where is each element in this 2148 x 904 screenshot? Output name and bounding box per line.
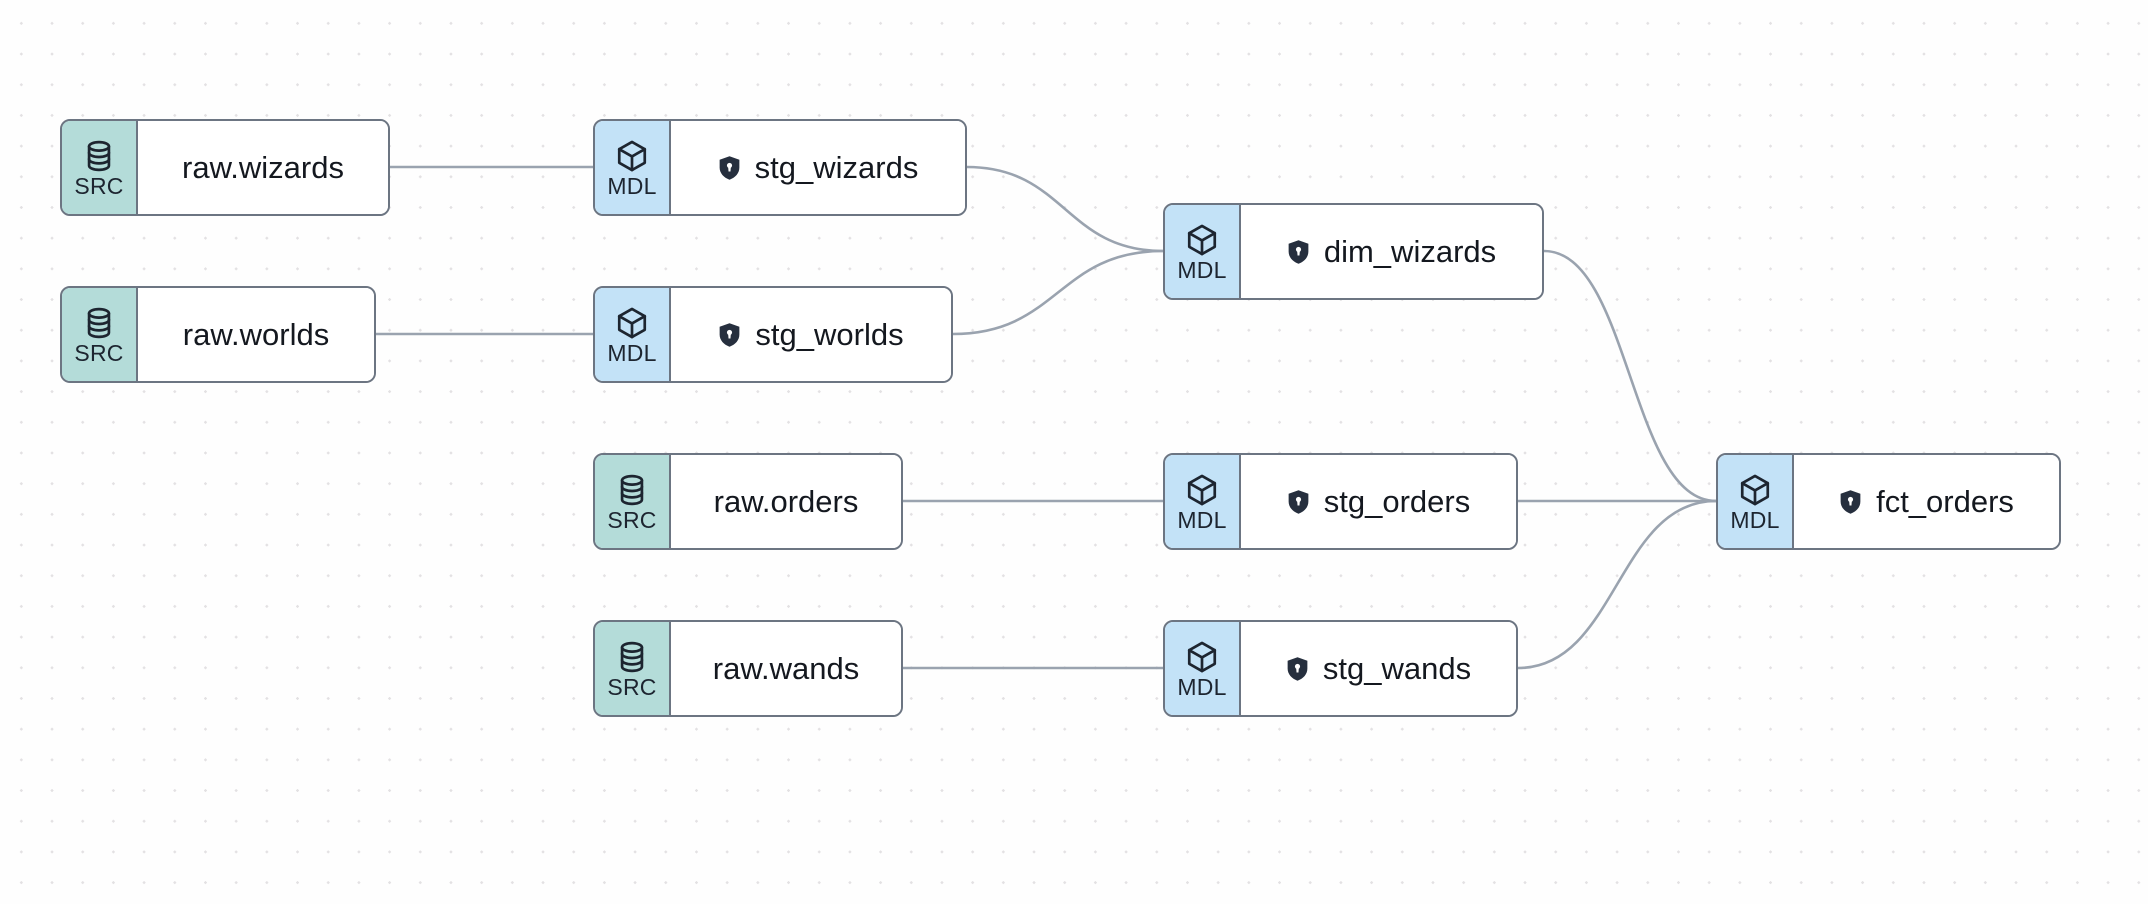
database-icon [615, 640, 649, 674]
shield-lock-icon [718, 322, 741, 348]
node-type-badge-mdl: MDL [595, 288, 671, 381]
node-body: stg_orders [1241, 455, 1516, 548]
cube-icon [1185, 473, 1219, 507]
node-type-label: MDL [607, 173, 657, 199]
lineage-node-raw_wands[interactable]: SRC raw.wands [593, 620, 903, 717]
shield-lock-icon [1839, 489, 1862, 515]
shield-lock-icon [1287, 239, 1310, 265]
node-body: stg_wands [1241, 622, 1516, 715]
node-label: fct_orders [1876, 483, 2014, 519]
cube-icon [615, 306, 649, 340]
lineage-node-stg_orders[interactable]: MDL stg_orders [1163, 453, 1518, 550]
node-label: raw.wizards [182, 149, 344, 185]
lineage-node-raw_wizards[interactable]: SRC raw.wizards [60, 119, 390, 216]
node-label: stg_orders [1323, 483, 1471, 519]
node-type-label: SRC [607, 507, 657, 533]
node-type-badge-mdl: MDL [1165, 455, 1241, 548]
node-body: raw.wands [671, 622, 901, 715]
cube-icon [1185, 640, 1219, 674]
node-type-badge-src: SRC [62, 121, 138, 214]
node-body: stg_wizards [671, 121, 965, 214]
lineage-edge-stg_wands-to-fct_orders[interactable] [1516, 499, 1718, 670]
node-label: stg_wands [1322, 650, 1472, 686]
lineage-node-stg_worlds[interactable]: MDL stg_worlds [593, 286, 953, 383]
node-body: raw.orders [671, 455, 901, 548]
node-label: raw.worlds [182, 316, 330, 352]
node-body: stg_worlds [671, 288, 951, 381]
node-label: raw.wands [712, 650, 860, 686]
node-label: stg_worlds [755, 316, 904, 352]
database-icon [615, 473, 649, 507]
node-body: raw.worlds [138, 288, 374, 381]
node-type-badge-src: SRC [62, 288, 138, 381]
lineage-node-fct_orders[interactable]: MDL fct_orders [1716, 453, 2061, 550]
shield-lock-icon [1286, 656, 1309, 682]
node-label: stg_wizards [754, 149, 919, 185]
cube-icon [1738, 473, 1772, 507]
node-type-label: MDL [1177, 674, 1227, 700]
node-label: dim_wizards [1323, 233, 1497, 269]
lineage-node-raw_orders[interactable]: SRC raw.orders [593, 453, 903, 550]
cube-icon [1185, 223, 1219, 257]
lineage-edge-stg_wizards-to-dim_wizards[interactable] [965, 165, 1165, 253]
node-type-label: SRC [74, 340, 124, 366]
lineage-node-stg_wands[interactable]: MDL stg_wands [1163, 620, 1518, 717]
node-type-label: SRC [607, 674, 657, 700]
node-body: fct_orders [1794, 455, 2059, 548]
node-type-badge-src: SRC [595, 455, 671, 548]
node-label: raw.orders [713, 483, 859, 519]
lineage-edge-stg_worlds-to-dim_wizards[interactable] [951, 249, 1165, 336]
lineage-node-raw_worlds[interactable]: SRC raw.worlds [60, 286, 376, 383]
lineage-node-dim_wizards[interactable]: MDL dim_wizards [1163, 203, 1544, 300]
node-body: raw.wizards [138, 121, 388, 214]
node-type-label: MDL [1177, 507, 1227, 533]
shield-lock-icon [718, 155, 741, 181]
node-type-badge-mdl: MDL [1718, 455, 1794, 548]
node-type-label: MDL [1730, 507, 1780, 533]
node-type-badge-mdl: MDL [1165, 622, 1241, 715]
node-body: dim_wizards [1241, 205, 1542, 298]
database-icon [82, 139, 116, 173]
node-type-label: SRC [74, 173, 124, 199]
node-type-badge-src: SRC [595, 622, 671, 715]
lineage-node-stg_wizards[interactable]: MDL stg_wizards [593, 119, 967, 216]
node-type-badge-mdl: MDL [595, 121, 671, 214]
node-type-label: MDL [607, 340, 657, 366]
lineage-edge-dim_wizards-to-fct_orders[interactable] [1542, 249, 1718, 503]
node-type-badge-mdl: MDL [1165, 205, 1241, 298]
shield-lock-icon [1287, 489, 1310, 515]
database-icon [82, 306, 116, 340]
node-type-label: MDL [1177, 257, 1227, 283]
cube-icon [615, 139, 649, 173]
